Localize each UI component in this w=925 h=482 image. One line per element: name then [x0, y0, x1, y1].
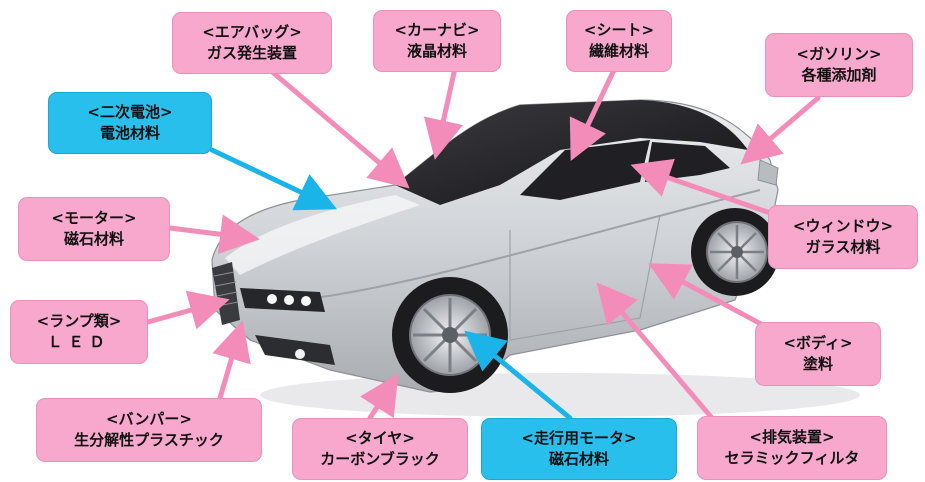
label-battery-sub: 電池材料	[99, 124, 160, 142]
label-body-sub: 塗料	[802, 355, 833, 373]
label-airbag-title: <エアバッグ>	[202, 23, 302, 41]
arrow-seat	[569, 67, 617, 162]
label-exhaust-sub: セラミックフィルタ	[724, 449, 860, 467]
label-bumper-title: <バンパー>	[106, 410, 192, 428]
arrow-tire	[359, 373, 399, 421]
label-exhaust-title: <排気装置>	[749, 428, 835, 446]
label-gasoline-title: <ガソリン>	[796, 45, 882, 63]
arrow-carnavi	[423, 65, 463, 160]
label-carnavi-sub: 液晶材料	[406, 42, 467, 60]
label-airbag-sub: ガス発生装置	[206, 44, 297, 62]
label-window-title: <ウィンドウ>	[792, 217, 894, 235]
arrow-bumper	[212, 320, 251, 401]
label-gasoline-sub: 各種添加剤	[801, 66, 877, 84]
label-motor: <モーター> 磁石材料	[18, 197, 170, 261]
label-tire-sub: カーボンブラック	[320, 450, 440, 468]
label-body: <ボディ> 塗料	[755, 322, 881, 386]
label-exhaust: <排気装置> セラミックフィルタ	[697, 416, 887, 480]
label-drive-title: <走行用モータ>	[521, 429, 637, 447]
arrow-exhaust	[596, 282, 715, 421]
label-lamp-sub: ＬＥＤ	[47, 333, 111, 351]
arrow-airbag	[267, 67, 410, 189]
label-battery-title: <二次電池>	[87, 103, 173, 121]
label-bumper: <バンパー> 生分解性プラスチック	[36, 398, 262, 462]
label-carnavi: <カーナビ> 液晶材料	[373, 10, 501, 72]
arrow-drive	[464, 330, 573, 421]
label-airbag: <エアバッグ> ガス発生装置	[172, 12, 332, 74]
arrow-gasoline	[740, 95, 821, 165]
label-seat-title: <シート>	[583, 21, 655, 39]
label-tire: <タイヤ> カーボンブラック	[292, 418, 468, 480]
label-lamp-title: <ランプ類>	[36, 312, 122, 330]
label-body-title: <ボディ>	[783, 334, 853, 352]
label-window-sub: ガラス材料	[805, 238, 881, 256]
arrow-motor	[167, 214, 260, 255]
label-drive: <走行用モータ> 磁石材料	[481, 418, 677, 480]
label-drive-sub: 磁石材料	[548, 450, 609, 468]
label-tire-title: <タイヤ>	[345, 429, 415, 447]
label-carnavi-title: <カーナビ>	[394, 21, 480, 39]
label-motor-title: <モーター>	[51, 209, 137, 227]
label-bumper-sub: 生分解性プラスチック	[74, 431, 224, 449]
arrow-battery	[209, 147, 338, 211]
arrow-lamp	[145, 290, 230, 330]
label-seat-sub: 繊維材料	[588, 42, 649, 60]
label-battery: <二次電池> 電池材料	[48, 92, 212, 154]
label-motor-sub: 磁石材料	[63, 230, 124, 248]
arrows	[145, 65, 821, 421]
label-seat: <シート> 繊維材料	[566, 10, 672, 72]
label-window: <ウィンドウ> ガラス材料	[768, 205, 918, 269]
label-gasoline: <ガソリン> 各種添加剤	[765, 33, 913, 97]
label-lamp: <ランプ類> ＬＥＤ	[10, 300, 148, 364]
